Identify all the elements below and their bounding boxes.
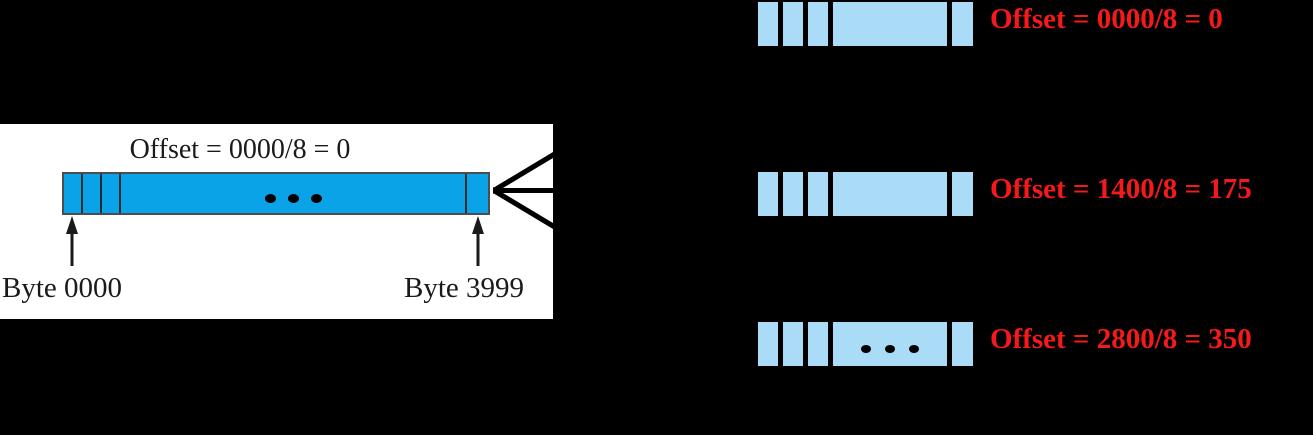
sector-cell-1 (783, 322, 804, 366)
byte-array-bar (62, 172, 490, 215)
sector-cell-2 (808, 2, 829, 46)
sector-cell-middle (833, 322, 947, 366)
panel-offset-caption: Offset = 0000/8 = 0 (129, 134, 351, 165)
byte-cell-middle (121, 174, 467, 213)
sector-cell-last (951, 2, 974, 46)
sector-cell-1 (783, 2, 804, 46)
sector-cell-middle (833, 2, 947, 46)
sector-bar (758, 2, 974, 46)
ellipsis-icon (121, 179, 465, 209)
sector-cell-middle (833, 172, 947, 216)
sector-cell-last (951, 172, 974, 216)
sector-offset-label: Offset = 2800/8 = 350 (990, 323, 1252, 355)
sector-cell-1 (783, 172, 804, 216)
byte-cell-last (467, 174, 488, 213)
sector-bar (758, 322, 974, 366)
byte-high-label: Byte 3999 (404, 272, 525, 304)
sector-bar (758, 172, 974, 216)
byte-cell-1 (83, 174, 102, 213)
ellipsis-icon (833, 329, 947, 359)
sector-cell-0 (758, 322, 779, 366)
byte-cell-0 (64, 174, 83, 213)
sector-offset-label: Offset = 1400/8 = 175 (990, 173, 1252, 205)
sector-cell-2 (808, 322, 829, 366)
byte-cell-2 (102, 174, 121, 213)
sector-cell-0 (758, 2, 779, 46)
sector-offset-label: Offset = 0000/8 = 0 (990, 3, 1223, 35)
sector-cell-2 (808, 172, 829, 216)
sector-cell-0 (758, 172, 779, 216)
byte-low-label: Byte 0000 (2, 272, 123, 304)
byte-array-panel: Offset = 0000/8 = 0 (0, 124, 553, 319)
sector-cell-last (951, 322, 974, 366)
